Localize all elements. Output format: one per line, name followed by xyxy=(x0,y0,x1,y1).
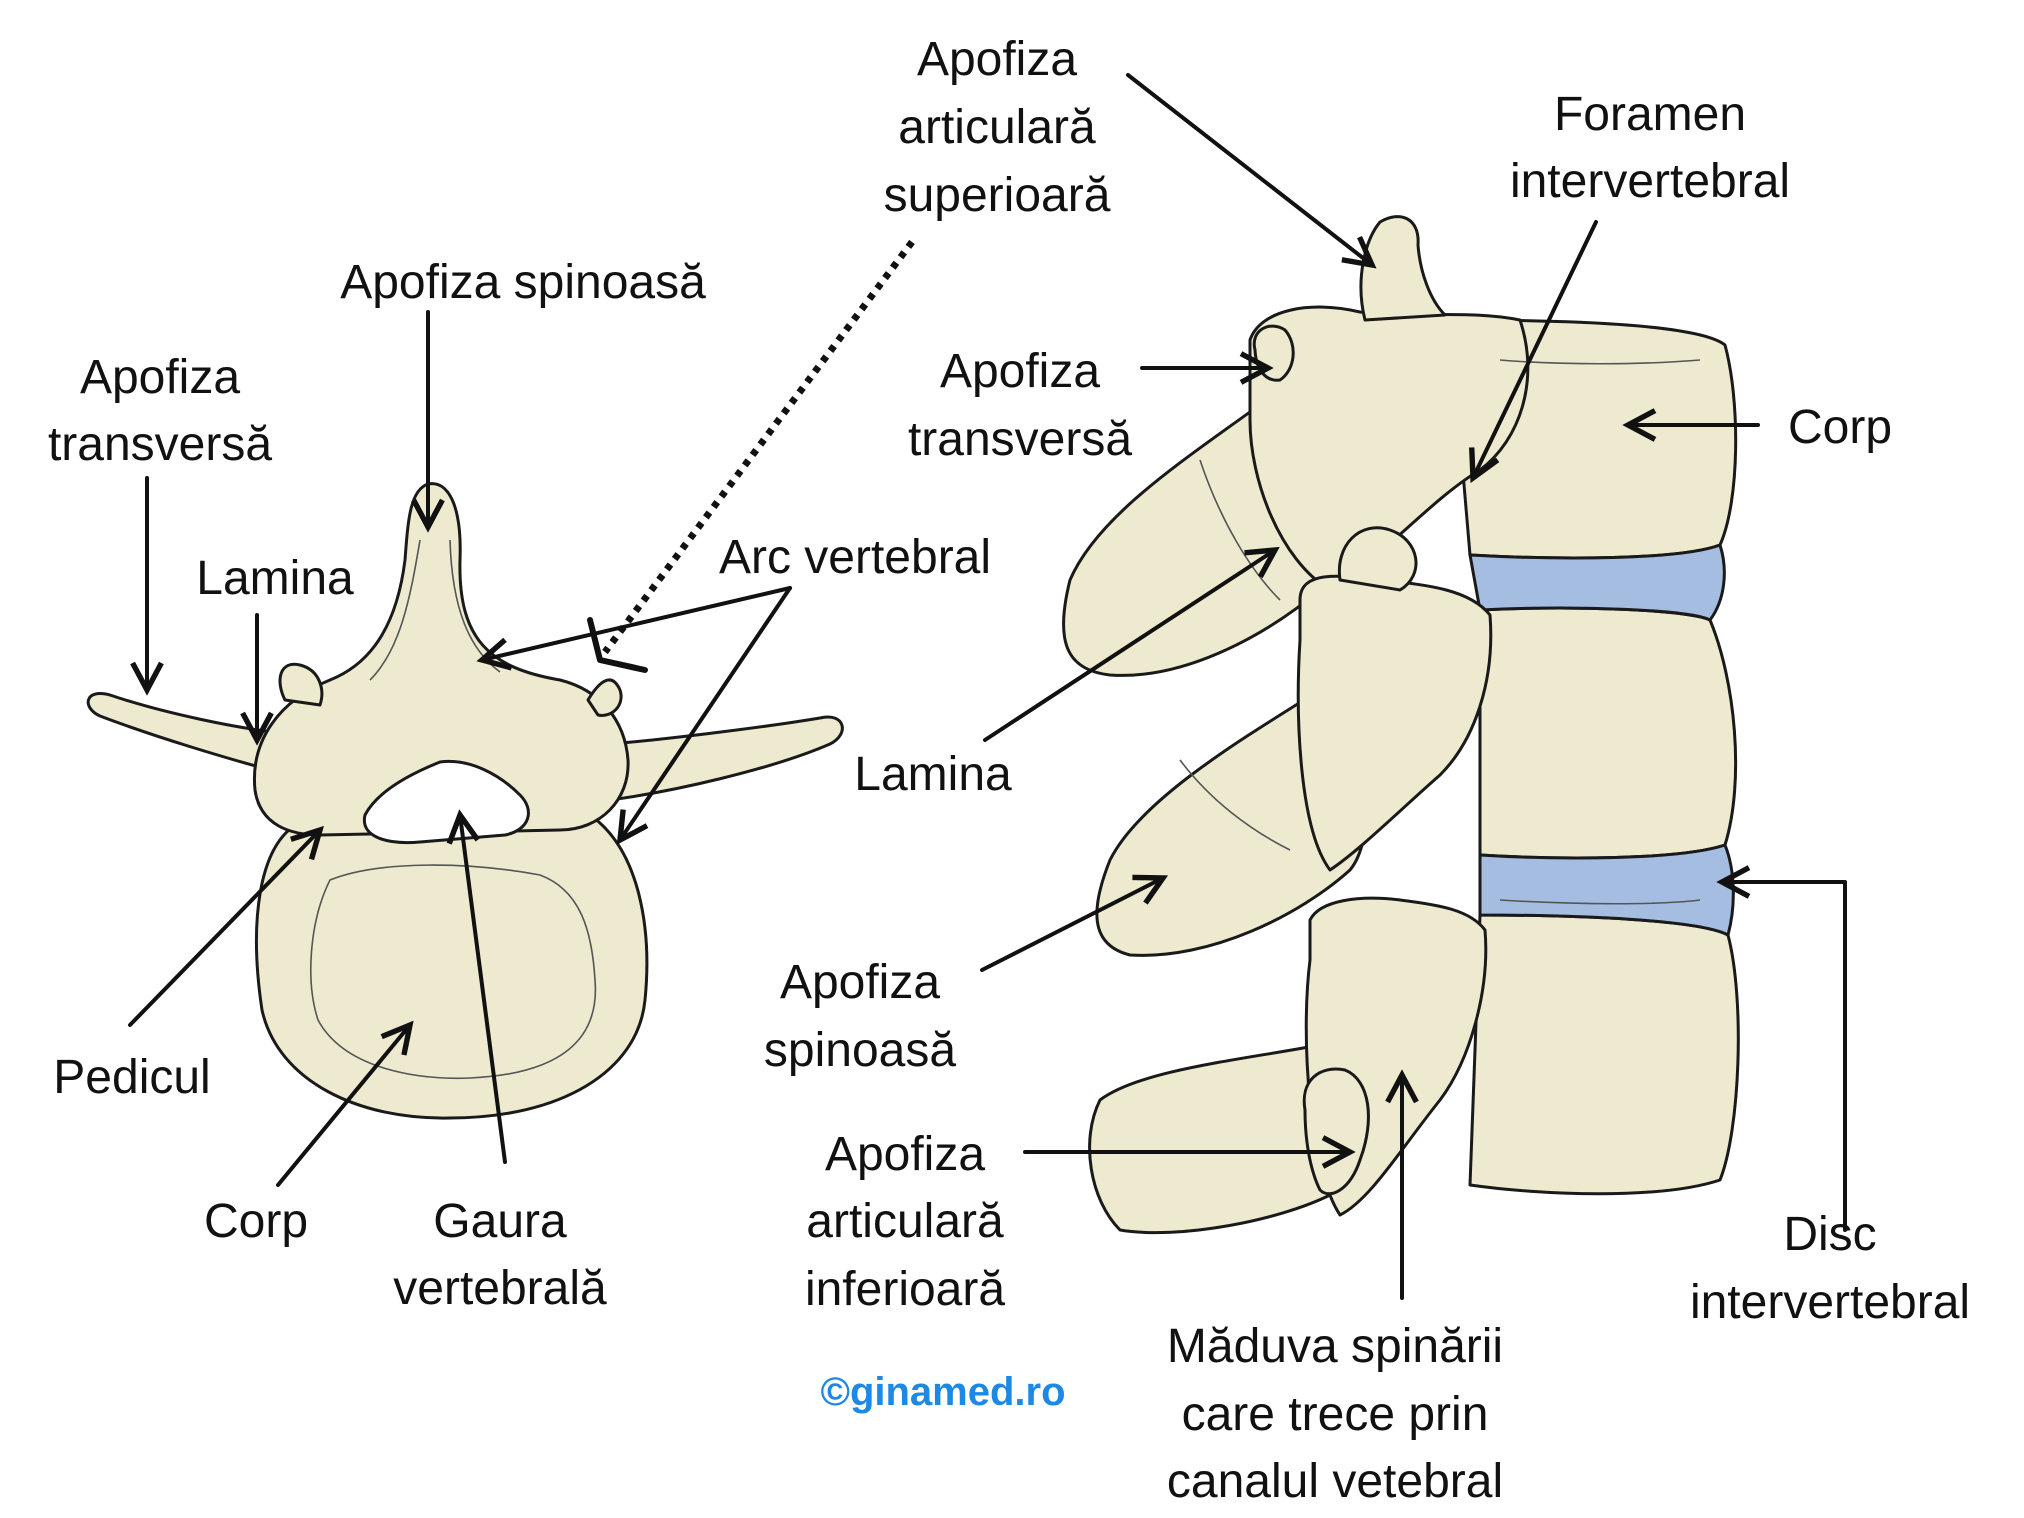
arrow-top-corp xyxy=(276,1025,410,1187)
side-view-labels: Apofiza articulară superioară Foramen in… xyxy=(764,33,1970,1508)
vertebral-foramen-shape xyxy=(362,759,530,845)
label-foramen-2: intervertebral xyxy=(1510,155,1790,208)
side-view-arrows xyxy=(980,73,1847,1300)
arrow-arc-left xyxy=(482,586,792,660)
middle-lamina-shape xyxy=(1296,574,1493,872)
label-artic-sup-2: articulară xyxy=(898,101,1096,154)
top-view-arrows xyxy=(128,239,915,1187)
label-gaura-1: Gaura xyxy=(433,1195,567,1248)
label-arc-vertebral: Arc vertebral xyxy=(719,531,991,584)
label-disc-2: intervertebral xyxy=(1690,1276,1970,1329)
label-side-transversa-1: Apofiza xyxy=(940,345,1100,398)
vertebral-arch-shape xyxy=(252,482,630,837)
label-maduva-2: care trece prin xyxy=(1182,1388,1489,1441)
arrow-arc-right xyxy=(620,586,792,840)
label-maduva-1: Măduva spinării xyxy=(1167,1320,1503,1373)
middle-articular-process-shape xyxy=(1337,526,1418,592)
label-top-transversa-2: transversă xyxy=(48,418,272,471)
arrow-foramen xyxy=(1473,220,1598,478)
body-lower-shape xyxy=(1468,913,1740,1196)
column-shading xyxy=(1179,359,1701,905)
label-top-spinoasa: Apofiza spinoasă xyxy=(340,256,706,309)
arrow-side-lamina xyxy=(983,550,1275,742)
label-side-spinoasa-1: Apofiza xyxy=(780,956,940,1009)
label-disc-1: Disc xyxy=(1783,1208,1876,1261)
arrow-gaura xyxy=(460,815,507,1164)
left-lamina-bump xyxy=(278,662,324,707)
arrow-side-spinoasa xyxy=(980,878,1163,972)
arrow-disc xyxy=(1722,882,1847,1232)
label-side-corp: Corp xyxy=(1788,401,1892,454)
body-endplate-ring xyxy=(310,864,597,1080)
label-artic-inf-1: Apofiza xyxy=(825,1128,985,1181)
label-artic-inf-3: inferioară xyxy=(805,1263,1005,1316)
arrow-artic-sup xyxy=(1126,73,1372,265)
label-artic-inf-2: articulară xyxy=(806,1195,1004,1248)
label-foramen-1: Foramen xyxy=(1554,88,1746,141)
label-gaura-2: vertebrală xyxy=(393,1262,607,1315)
label-side-transversa-2: transversă xyxy=(908,413,1132,466)
body-middle-shape xyxy=(1478,606,1738,860)
upper-transverse-knob xyxy=(1252,324,1295,382)
label-top-lamina: Lamina xyxy=(196,552,354,605)
vertebral-body-shape xyxy=(255,813,649,1120)
label-side-spinoasa-2: spinoasă xyxy=(764,1024,956,1077)
watermark: ©ginamed.ro xyxy=(820,1370,1065,1414)
label-side-lamina: Lamina xyxy=(854,748,1012,801)
arrow-pedicul xyxy=(128,830,320,1027)
disc-upper-shape xyxy=(1468,543,1726,622)
left-transverse-process-shape xyxy=(86,692,302,777)
top-view-vertebra xyxy=(86,482,844,1120)
right-transverse-process-shape xyxy=(598,715,844,802)
right-lamina-bump xyxy=(586,678,623,717)
label-pedicul: Pedicul xyxy=(53,1051,210,1104)
label-artic-sup-1: Apofiza xyxy=(917,33,1077,86)
upper-superior-articular-shape xyxy=(1359,215,1447,322)
label-artic-sup-3: superioară xyxy=(884,169,1111,222)
top-view-labels: Apofiza transversă Lamina Apofiza spinoa… xyxy=(48,256,991,1315)
label-maduva-3: canalul vetebral xyxy=(1167,1455,1503,1508)
label-top-transversa-1: Apofiza xyxy=(80,351,240,404)
articular-process-pointer xyxy=(587,617,648,673)
upper-lamina-shape xyxy=(1248,305,1530,592)
label-top-corp: Corp xyxy=(204,1195,308,1248)
